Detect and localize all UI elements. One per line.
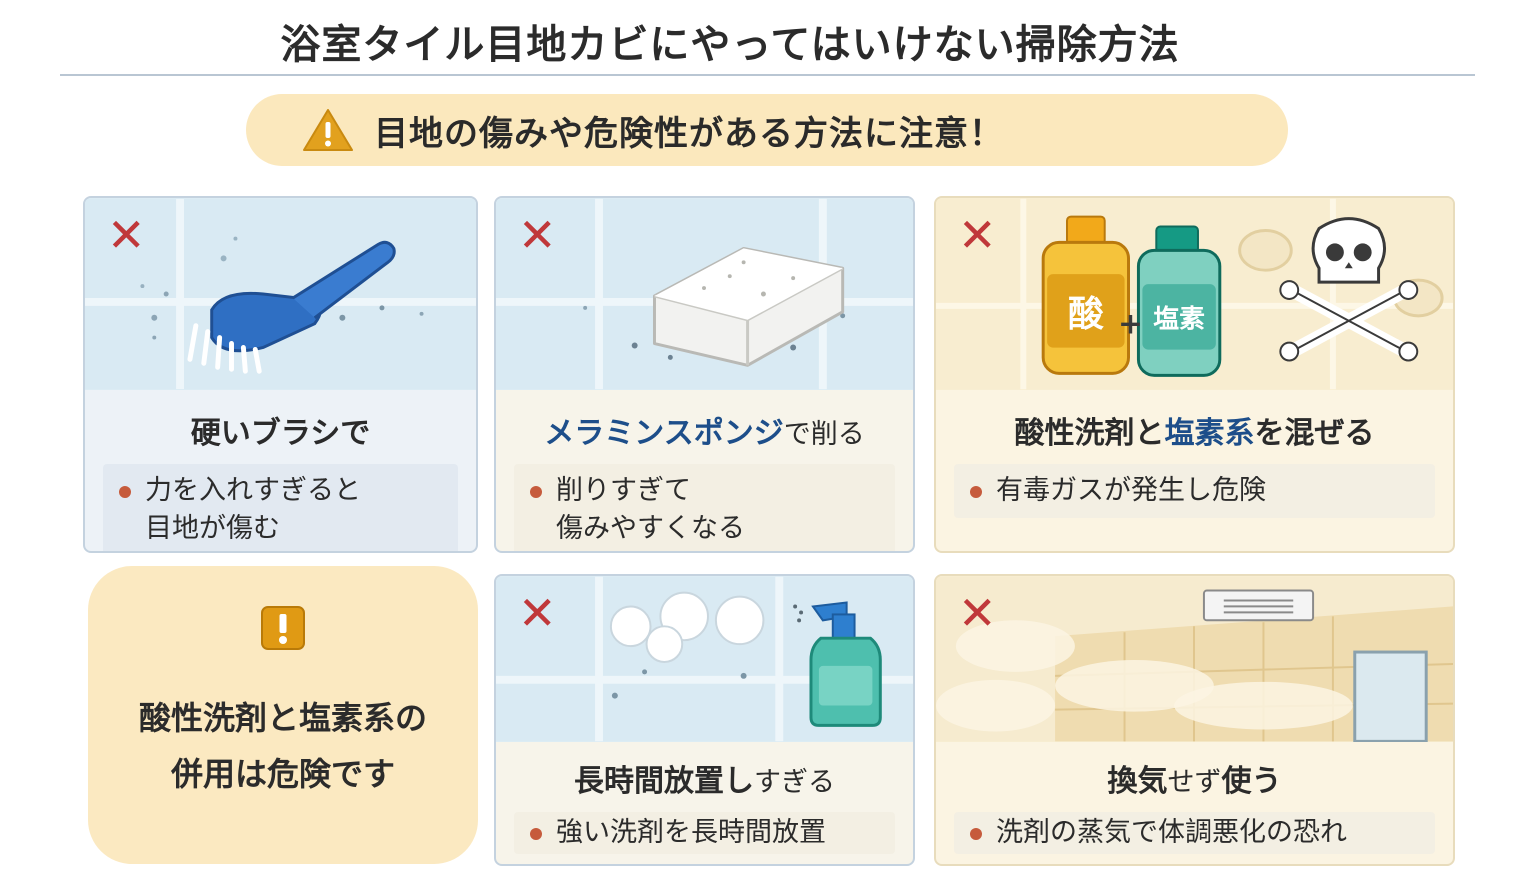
card-hard-brush: ✕ 硬いブラシで 力を入れすぎると 目地が傷む (83, 196, 478, 553)
warning-triangle-icon (303, 109, 353, 151)
bullet-line: 強い洗剤を長時間放置 (556, 817, 826, 848)
bathroom-steam-icon (936, 576, 1453, 742)
brush-icon (85, 198, 476, 390)
card-melamine-sponge: ✕ メラミンスポンジで削る 削りすぎて 傷みやすくなる (494, 196, 915, 553)
exclamation-icon (261, 606, 305, 650)
sponge-icon (496, 198, 913, 390)
plus-icon: + (1118, 307, 1143, 342)
x-mark-icon: ✕ (107, 208, 146, 262)
bullet-item: 有毒ガスが発生し危険 (954, 464, 1435, 518)
warning-banner: 目地の傷みや危険性がある方法に注意！ (246, 94, 1288, 166)
illustration-brush (85, 198, 476, 390)
caption-text: で削る (783, 419, 865, 450)
bullet-item: 洗剤の蒸気で体調悪化の恐れ (954, 812, 1435, 854)
caption-text: を混ぜる (1254, 416, 1375, 451)
x-mark-icon: ✕ (518, 208, 557, 262)
bullet-line: 有毒ガスが発生し危険 (996, 475, 1266, 506)
bullet-dot (970, 828, 982, 840)
caption-text-small: せず (1167, 767, 1222, 798)
bullet-dot (119, 486, 131, 498)
card-caption: 酸性洗剤と塩素系を混ぜる (936, 408, 1453, 452)
vent-fan-icon (1202, 589, 1315, 622)
note-line: 併用は危険です (170, 755, 395, 793)
illustration-spray (496, 576, 913, 742)
bullet-line: 削りすぎて (556, 475, 691, 506)
chlorine-label: 塩素 (1153, 305, 1205, 335)
bullet-line: 目地が傷む (145, 513, 280, 544)
note-text: 酸性洗剤と塩素系の 併用は危険です (88, 690, 478, 802)
bullet-dot (530, 486, 542, 498)
caption-text-small: すぎる (754, 767, 835, 798)
caption-text: 長時間放置し (574, 764, 754, 799)
bullet-dot (970, 486, 982, 498)
card-caption: メラミンスポンジで削る (496, 408, 913, 452)
card-leave-too-long: ✕ 長時間放置しすぎる 強い洗剤を長時間放置 (494, 574, 915, 866)
caption-text: 硬いブラシで (190, 416, 371, 451)
chemical-bottles-icon: 酸 塩素 + (936, 198, 1453, 390)
danger-note: 酸性洗剤と塩素系の 併用は危険です (88, 566, 478, 864)
x-mark-icon: ✕ (518, 586, 557, 640)
banner-text: 目地の傷みや危険性がある方法に注意！ (374, 113, 1004, 154)
card-caption: 換気せず使う (936, 756, 1453, 800)
caption-text: 酸性洗剤と (1014, 416, 1165, 451)
title-divider (60, 74, 1475, 76)
illustration-bathroom (936, 576, 1453, 742)
note-line: 酸性洗剤と塩素系の (138, 699, 427, 737)
mirror-icon (1353, 650, 1428, 742)
caption-text: 換気 (1107, 764, 1168, 799)
bullet-line: 洗剤の蒸気で体調悪化の恐れ (996, 817, 1347, 848)
caption-highlight: 塩素系 (1164, 416, 1255, 451)
caption-text: 使う (1221, 764, 1282, 799)
card-mixing-chemicals: 酸 塩素 + ✕ 酸性洗剤と塩素系を混ぜる (934, 196, 1455, 553)
illustration-chemicals: 酸 塩素 + (936, 198, 1453, 390)
bullet-item: 力を入れすぎると 目地が傷む (103, 464, 458, 551)
card-caption: 硬いブラシで (85, 408, 476, 452)
illustration-sponge (496, 198, 913, 390)
caption-highlight: メラミンスポンジ (544, 416, 784, 451)
bullet-item: 削りすぎて 傷みやすくなる (514, 464, 895, 551)
bullet-line: 傷みやすくなる (556, 513, 745, 544)
x-mark-icon: ✕ (958, 586, 997, 640)
spray-bottle-icon (496, 576, 913, 742)
bullet-item: 強い洗剤を長時間放置 (514, 812, 895, 854)
skull-crossbones-icon (1279, 217, 1419, 362)
bullet-line: 力を入れすぎると (145, 475, 361, 506)
bullet-dot (530, 828, 542, 840)
x-mark-icon: ✕ (958, 208, 997, 262)
card-no-ventilation: ✕ 換気せず使う 洗剤の蒸気で体調悪化の恐れ (934, 574, 1455, 866)
acid-label: 酸 (1068, 294, 1104, 335)
page-title: 浴室タイル目地カビにやってはいけない掃除方法 (280, 22, 1180, 68)
card-caption: 長時間放置しすぎる (496, 756, 913, 800)
